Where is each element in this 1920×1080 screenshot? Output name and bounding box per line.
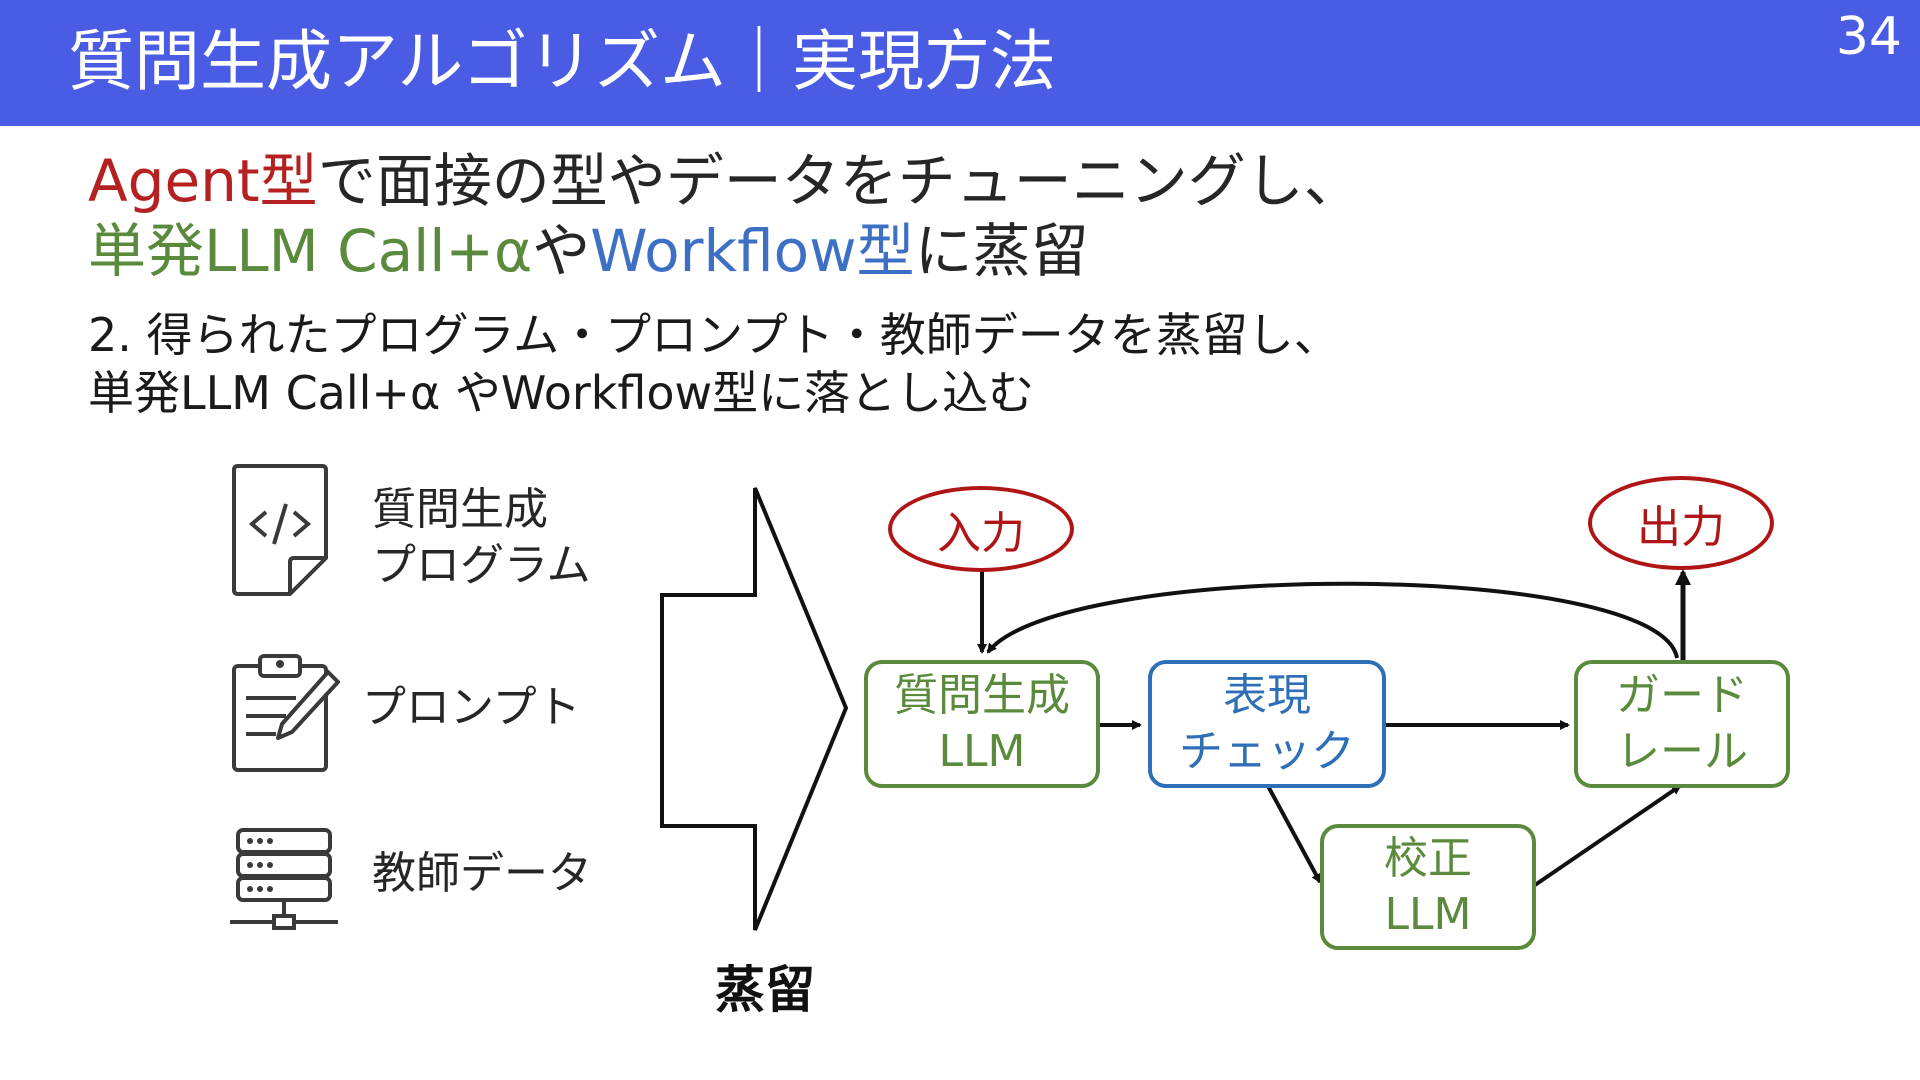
expression-check-node: 表現 チェック (1148, 660, 1386, 788)
check-to-correction-arrow (1266, 785, 1322, 884)
program-label-line-1: 質問生成 (372, 484, 548, 535)
correction-llm-node: 校正 LLM (1320, 824, 1536, 950)
subtext-line-2: 単発LLM Call+α やWorkflow型に落とし込む (88, 366, 1035, 420)
code-file-icon (232, 464, 328, 596)
headline-line-1: Agent型で面接の型やデータをチューニングし、 (88, 146, 1362, 216)
page-number: 34 (1835, 7, 1902, 67)
headline-connector-text: や (532, 217, 591, 285)
workflow-type-text: Workflow型 (590, 217, 915, 285)
title-bar: 質問生成アルゴリズム｜実現方法 34 (0, 0, 1920, 126)
correction-to-guardrail-arrow (1533, 784, 1682, 887)
correction-llm-line-2: LLM (1384, 889, 1472, 940)
headline-distill-text: に蒸留 (914, 217, 1089, 285)
distill-label: 蒸留 (715, 961, 815, 1019)
agent-type-text: Agent型 (88, 147, 318, 215)
question-llm-line-2: LLM (938, 726, 1026, 777)
headline-line-2: 単発LLM Call+αやWorkflow型に蒸留 (88, 216, 1089, 286)
input-ellipse: 入力 (888, 486, 1074, 572)
single-llm-call-text: 単発LLM Call+α (88, 217, 533, 285)
output-ellipse: 出力 (1588, 476, 1774, 570)
question-generation-llm-node: 質問生成 LLM (864, 660, 1100, 788)
guardrail-line-2: レール (1616, 726, 1748, 777)
distill-arrow (660, 487, 849, 931)
clipboard-pen-icon (232, 654, 340, 772)
teacher-data-label: 教師データ (372, 848, 592, 899)
expression-check-line-1: 表現 (1223, 670, 1311, 721)
headline-line-1-rest: で面接の型やデータをチューニングし、 (317, 147, 1362, 215)
subtext-line-1: 2. 得られたプログラム・プロンプト・教師データを蒸留し、 (88, 308, 1340, 362)
question-llm-line-1: 質問生成 (894, 670, 1070, 721)
guardrail-node: ガード レール (1574, 660, 1790, 788)
program-label-line-2: プログラム (372, 540, 591, 591)
prompt-label: プロンプト (362, 682, 581, 733)
database-server-icon (230, 828, 338, 930)
expression-check-line-2: チェック (1179, 726, 1355, 777)
guardrail-loop-arrow (986, 581, 1679, 659)
page-title: 質問生成アルゴリズム｜実現方法 (68, 23, 1057, 100)
correction-llm-line-1: 校正 (1384, 833, 1472, 884)
guardrail-line-1: ガード (1616, 670, 1748, 721)
